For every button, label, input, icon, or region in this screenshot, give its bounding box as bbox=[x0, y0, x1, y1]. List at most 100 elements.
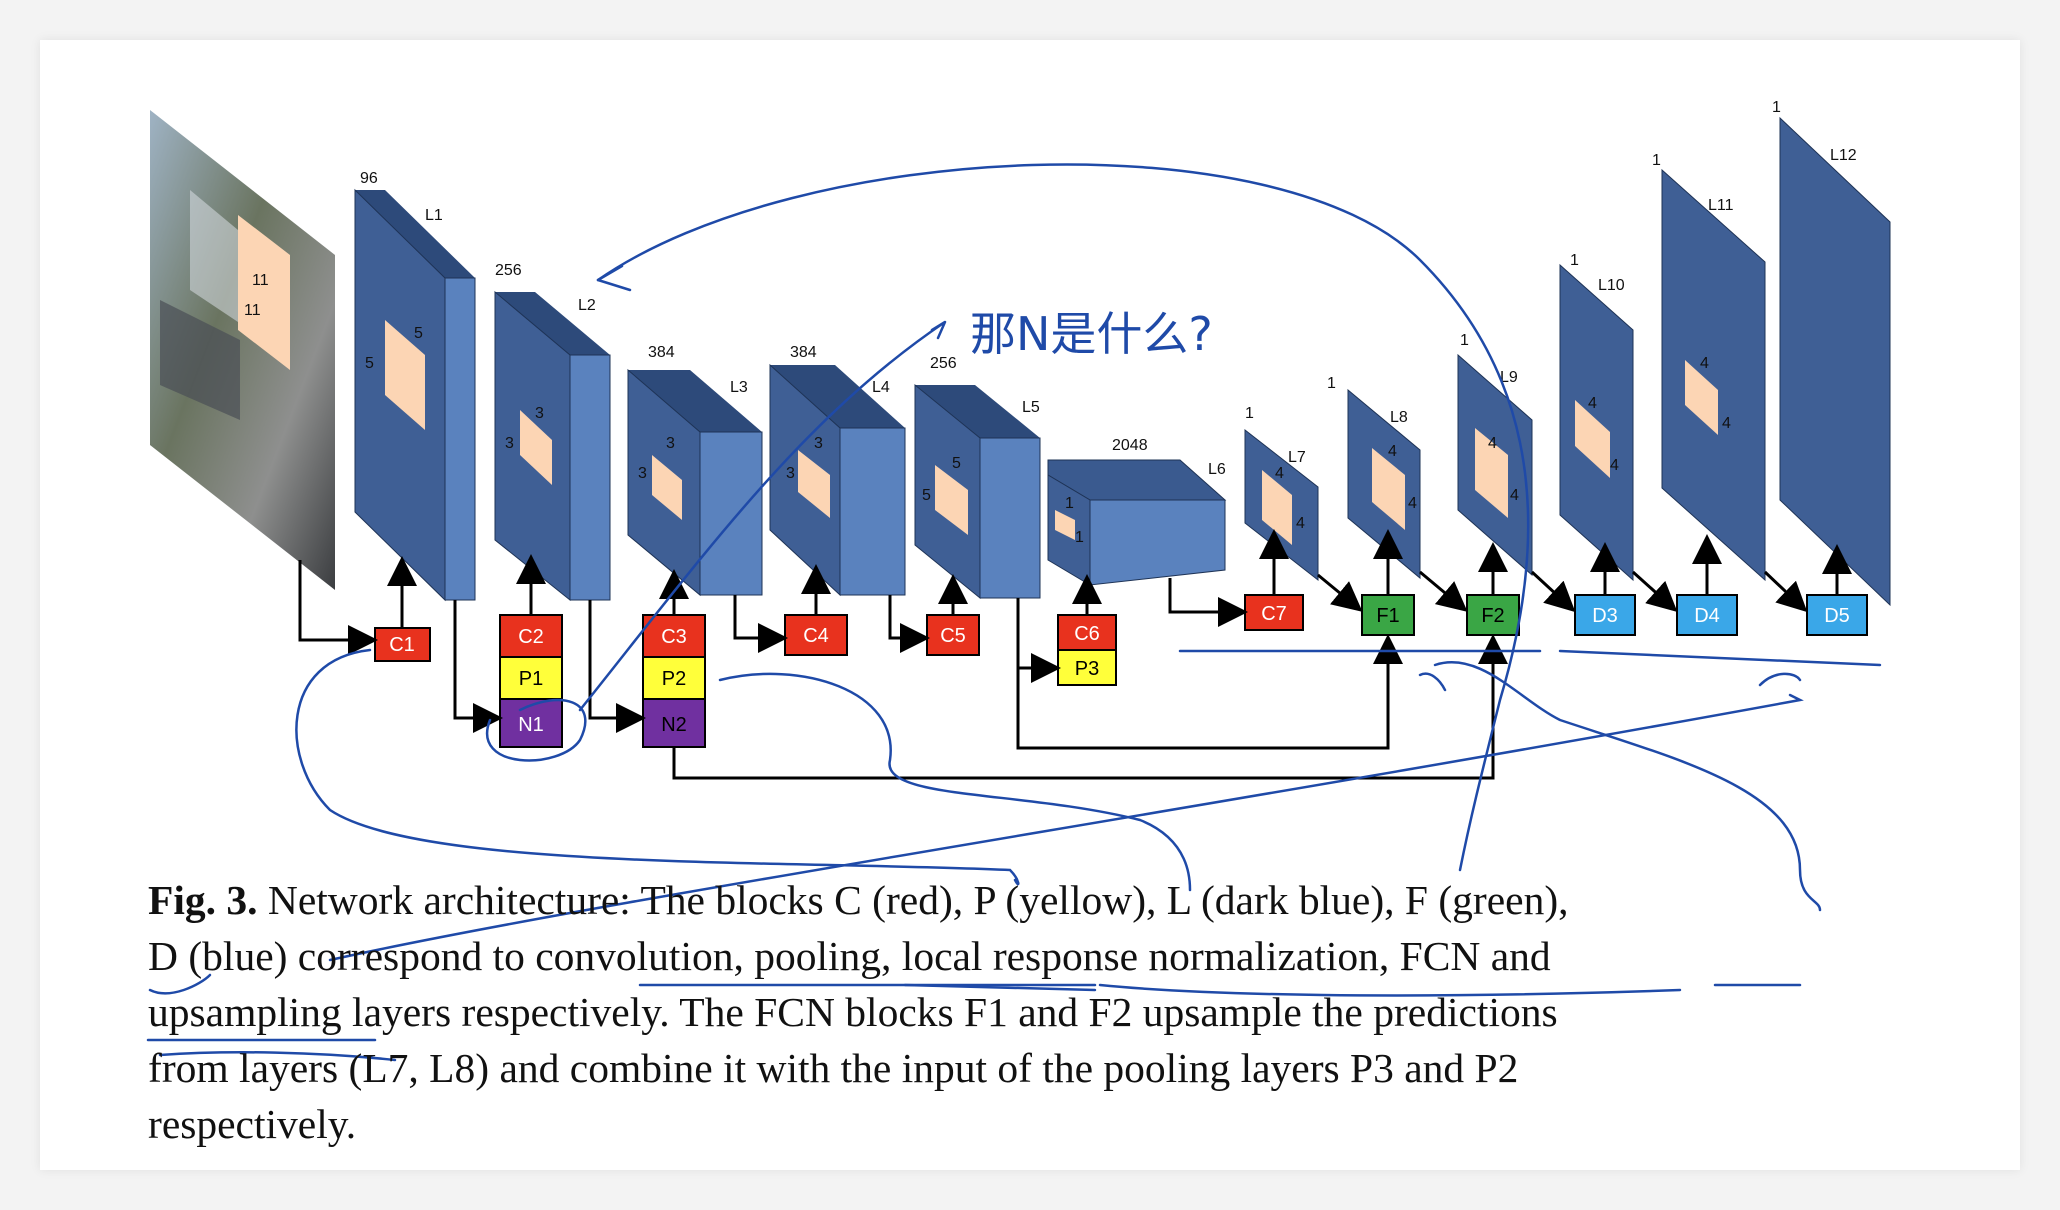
L9-k2: 4 bbox=[1510, 487, 1519, 504]
L7-k2: 4 bbox=[1296, 515, 1305, 532]
caption-line-2: D (blue) correspond to convolution, pool… bbox=[148, 933, 1551, 979]
L8-name: L8 bbox=[1390, 409, 1408, 426]
L3-k2: 3 bbox=[666, 435, 675, 452]
layer-L2: 256 L2 3 3 bbox=[494, 262, 611, 602]
L8-k2: 4 bbox=[1408, 495, 1417, 512]
L2-name: L2 bbox=[578, 297, 596, 314]
L5-depth: 256 bbox=[930, 355, 957, 372]
L2-k2: 3 bbox=[535, 405, 544, 422]
L5-k1: 5 bbox=[922, 487, 931, 504]
L4-k1: 3 bbox=[786, 465, 795, 482]
block-C7: C7 bbox=[1244, 594, 1304, 631]
C5-label: C5 bbox=[940, 625, 966, 647]
L3-depth: 384 bbox=[648, 344, 675, 361]
C4-label: C4 bbox=[803, 625, 829, 647]
layer-L3: 384 L3 3 3 bbox=[627, 344, 763, 597]
L4-k2: 3 bbox=[814, 435, 823, 452]
caption-line-3: upsampling layers respectively. The FCN … bbox=[148, 989, 1558, 1035]
block-D3: D3 bbox=[1574, 594, 1636, 636]
handwritten-question: 那N是什么? bbox=[970, 307, 1213, 361]
caption-line-1-text: Network architecture: The blocks C (red)… bbox=[267, 877, 1569, 923]
L11-name: L11 bbox=[1708, 197, 1734, 214]
L2-depth: 256 bbox=[495, 262, 522, 279]
L11-k2: 4 bbox=[1722, 415, 1731, 432]
L6-k1: 1 bbox=[1065, 495, 1074, 512]
C3-label: C3 bbox=[661, 626, 687, 648]
layer-L10: 1 L10 4 4 bbox=[1559, 252, 1634, 582]
L9-name: L9 bbox=[1500, 369, 1518, 386]
C7-label: C7 bbox=[1261, 603, 1287, 625]
handwritten-annotations: 那N是什么? bbox=[146, 163, 1882, 1062]
layer-L9: 1 L9 4 4 bbox=[1457, 332, 1533, 577]
L6-name: L6 bbox=[1208, 461, 1226, 478]
layer-L6: 2048 L6 1 1 bbox=[1047, 437, 1227, 586]
input-kernel-label-2: 11 bbox=[244, 302, 261, 319]
block-stack-3: C6 P3 bbox=[1057, 614, 1117, 686]
layer-L11: 1 L11 4 4 bbox=[1652, 152, 1766, 582]
C1-label: C1 bbox=[389, 634, 415, 656]
block-D5: D5 bbox=[1806, 594, 1868, 636]
L3-k1: 3 bbox=[638, 465, 647, 482]
D4-label: D4 bbox=[1694, 605, 1720, 627]
L12-depth: 1 bbox=[1772, 99, 1781, 116]
L6-k2: 1 bbox=[1075, 529, 1084, 546]
L3-name: L3 bbox=[730, 379, 748, 396]
figure-caption: Fig. 3. Network architecture: The blocks… bbox=[148, 872, 1900, 1152]
L4-name: L4 bbox=[872, 379, 890, 396]
P1-label: P1 bbox=[519, 668, 543, 690]
L1-k2: 5 bbox=[414, 325, 423, 342]
L7-depth: 1 bbox=[1245, 405, 1254, 422]
L9-depth: 1 bbox=[1460, 332, 1469, 349]
block-F1: F1 bbox=[1361, 594, 1415, 636]
input-image: 11 11 bbox=[150, 110, 335, 590]
layer-L12: 1 L12 bbox=[1772, 99, 1891, 607]
caption-figure-label: Fig. 3. bbox=[148, 877, 258, 923]
C2-label: C2 bbox=[518, 626, 544, 648]
L10-k1: 4 bbox=[1588, 395, 1597, 412]
caption-line-5: respectively. bbox=[148, 1101, 357, 1147]
block-F2: F2 bbox=[1466, 594, 1520, 636]
block-C1: C1 bbox=[374, 627, 431, 662]
L8-depth: 1 bbox=[1327, 375, 1336, 392]
L4-depth: 384 bbox=[790, 344, 817, 361]
L10-depth: 1 bbox=[1570, 252, 1579, 269]
block-stack-2: C3 P2 N2 bbox=[642, 614, 706, 748]
connection-arrows bbox=[298, 529, 1852, 780]
block-C5: C5 bbox=[926, 614, 980, 656]
L7-name: L7 bbox=[1288, 449, 1306, 466]
P2-label: P2 bbox=[662, 668, 686, 690]
D3-label: D3 bbox=[1592, 605, 1618, 627]
block-C4: C4 bbox=[784, 614, 848, 656]
L1-name: L1 bbox=[425, 207, 443, 224]
L10-k2: 4 bbox=[1610, 457, 1619, 474]
F1-label: F1 bbox=[1376, 605, 1399, 627]
L11-depth: 1 bbox=[1652, 152, 1661, 169]
L1-k1: 5 bbox=[365, 355, 374, 372]
layer-L8: 1 L8 4 4 bbox=[1327, 375, 1421, 580]
layer-L5: 256 L5 5 5 bbox=[914, 355, 1041, 600]
input-kernel-label-1: 11 bbox=[252, 272, 269, 289]
L10-name: L10 bbox=[1598, 277, 1625, 294]
L11-k1: 4 bbox=[1700, 355, 1709, 372]
layer-L4: 384 L4 3 3 bbox=[769, 344, 906, 597]
L12-name: L12 bbox=[1830, 147, 1857, 164]
layer-L1: 96 L1 5 5 bbox=[354, 170, 476, 602]
L5-name: L5 bbox=[1022, 399, 1040, 416]
L1-depth: 96 bbox=[360, 170, 378, 187]
L2-k1: 3 bbox=[505, 435, 514, 452]
N2-label: N2 bbox=[661, 714, 687, 736]
P3-label: P3 bbox=[1075, 658, 1099, 680]
F2-label: F2 bbox=[1481, 605, 1504, 627]
C6-label: C6 bbox=[1074, 623, 1100, 645]
block-stack-1: C2 P1 N1 bbox=[499, 614, 563, 748]
layer-L7: 1 L7 4 4 bbox=[1244, 405, 1319, 582]
L7-k1: 4 bbox=[1275, 465, 1284, 482]
L5-k2: 5 bbox=[952, 455, 961, 472]
block-D4: D4 bbox=[1676, 594, 1738, 636]
L8-k1: 4 bbox=[1388, 443, 1397, 460]
L6-depth: 2048 bbox=[1112, 437, 1148, 454]
N1-label: N1 bbox=[518, 714, 544, 736]
caption-line-1: Fig. 3. Network architecture: The blocks… bbox=[148, 872, 1900, 928]
D5-label: D5 bbox=[1824, 605, 1850, 627]
